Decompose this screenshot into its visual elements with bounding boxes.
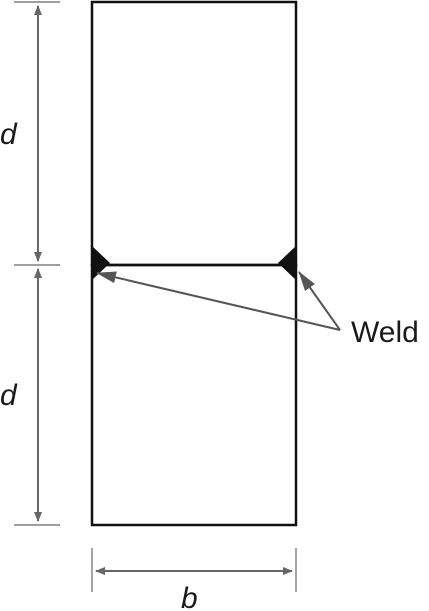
weld-leader-left bbox=[96, 271, 341, 331]
weld-leader-right bbox=[298, 271, 341, 331]
lower-plate bbox=[90, 263, 298, 527]
label-upper-depth: d bbox=[0, 118, 18, 151]
label-lower-depth: d bbox=[0, 379, 18, 412]
label-width: b bbox=[181, 582, 198, 611]
upper-plate bbox=[90, 0, 298, 267]
label-weld: Weld bbox=[351, 316, 419, 349]
weld-bead-right bbox=[278, 246, 296, 280]
